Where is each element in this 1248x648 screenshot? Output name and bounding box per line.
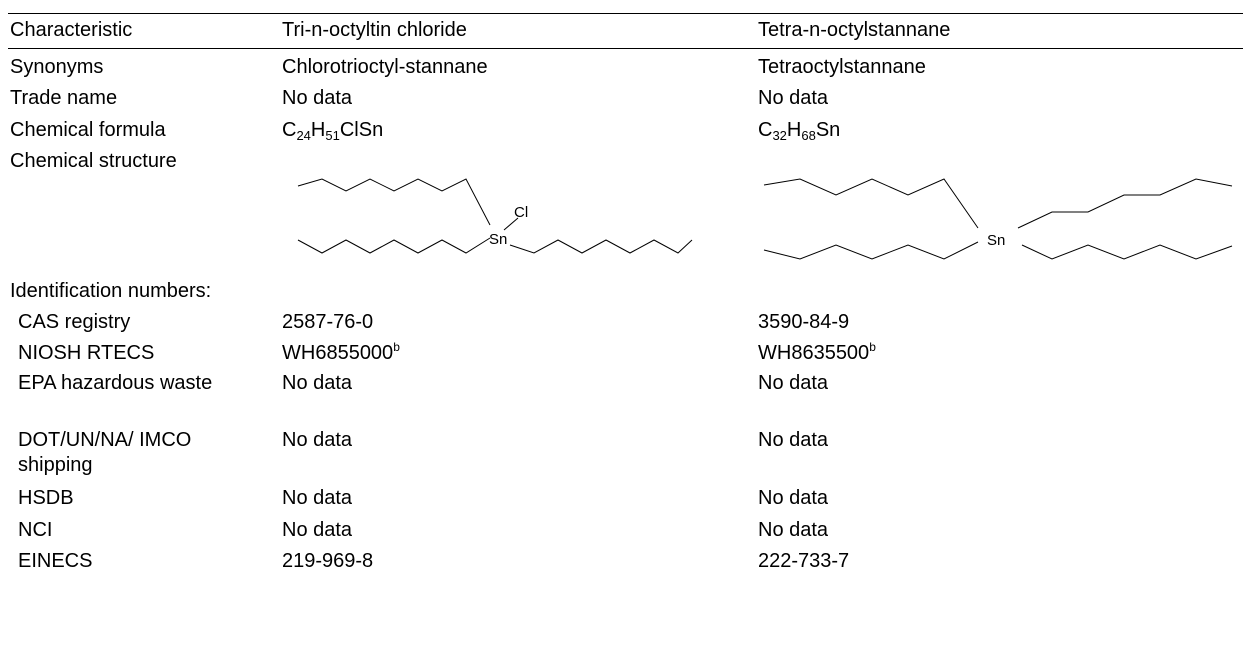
octyl-chain-left (297, 237, 491, 254)
atom-sn: Sn (987, 232, 1005, 249)
structure-tetraoctylstannane: Sn (763, 178, 1233, 260)
row-dot-v1: No data (282, 429, 353, 451)
header-tetraoctyl: Tetra-n-octylstannane (758, 19, 951, 41)
row-epa-v1: No data (282, 372, 353, 394)
row-cas-label: CAS registry (18, 311, 131, 333)
row-trade-name-v1: No data (282, 87, 353, 109)
row-formula-v2: C32H68Sn (758, 119, 841, 143)
row-formula-v1: C24H51ClSn (282, 119, 384, 143)
row-hsdb-v2: No data (758, 487, 829, 509)
row-formula-label: Chemical formula (10, 119, 166, 141)
octyl-chain-upper-right (1017, 178, 1233, 229)
row-nci-v2: No data (758, 519, 829, 541)
row-synonyms-v1: Chlorotrioctyl-stannane (282, 56, 488, 78)
octyl-chain-upper (297, 178, 491, 226)
row-niosh-v1: WH6855000b (282, 340, 400, 364)
row-einecs-label: EINECS (18, 550, 93, 572)
row-epa-label: EPA hazardous waste (18, 372, 213, 394)
table-top-rule (8, 13, 1243, 14)
atom-cl: Cl (514, 204, 528, 221)
row-einecs-v2: 222-733-7 (758, 550, 850, 572)
row-dot-label: DOT/UN/NA/ IMCO shipping (18, 429, 192, 476)
header-characteristic: Characteristic (10, 19, 133, 41)
row-nci-v1: No data (282, 519, 353, 541)
octyl-chain-lower-left (763, 241, 979, 260)
octyl-chain-upper-left (763, 178, 979, 229)
structure-trioctyltin-chloride: Sn Cl (297, 178, 693, 254)
row-cas-v2: 3590-84-9 (758, 311, 850, 333)
row-einecs-v1: 219-969-8 (282, 550, 374, 572)
row-cas-v1: 2587-76-0 (282, 311, 374, 333)
row-trade-name-label: Trade name (10, 87, 118, 109)
octyl-chain-right (509, 239, 693, 254)
atom-sn: Sn (489, 231, 507, 248)
row-nci-label: NCI (18, 519, 53, 541)
identification-heading: Identification numbers: (10, 280, 212, 302)
header-trioctyltin: Tri-n-octyltin chloride (282, 19, 467, 41)
header-rule (8, 48, 1243, 49)
octyl-chain-lower-right (1021, 244, 1233, 260)
sn-cl-bond (503, 217, 519, 231)
row-niosh-v2: WH8635500b (758, 340, 876, 364)
row-niosh-label: NIOSH RTECS (18, 342, 155, 364)
row-synonyms-v2: Tetraoctylstannane (758, 56, 926, 78)
row-structure-label: Chemical structure (10, 150, 177, 172)
row-hsdb-label: HSDB (18, 487, 74, 509)
row-synonyms-label: Synonyms (10, 56, 104, 78)
row-dot-v2: No data (758, 429, 829, 451)
row-hsdb-v1: No data (282, 487, 353, 509)
row-trade-name-v2: No data (758, 87, 829, 109)
row-epa-v2: No data (758, 372, 829, 394)
